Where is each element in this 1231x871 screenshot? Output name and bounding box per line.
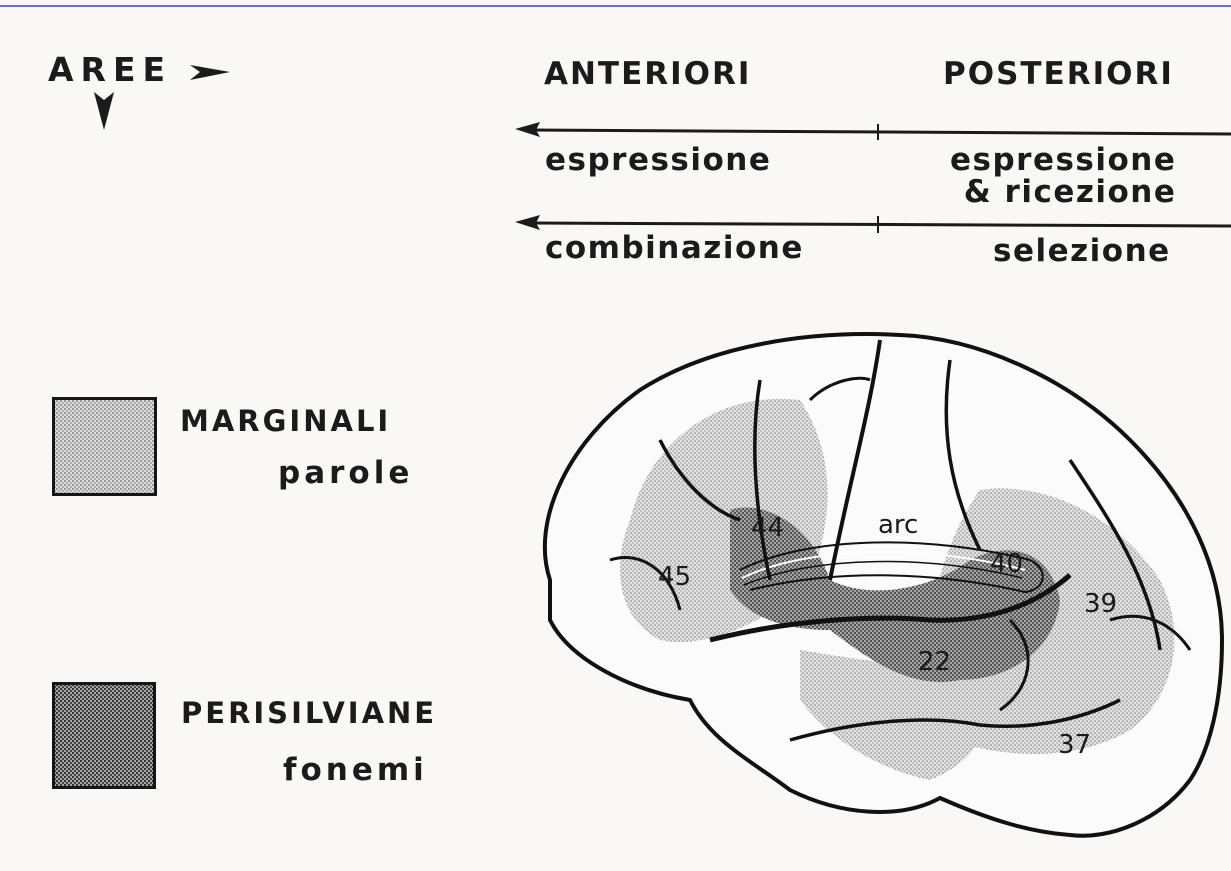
posteriori-heading: POSTERIORI <box>943 56 1174 92</box>
combinazione-label: combinazione <box>545 230 804 266</box>
arrowhead-left-top <box>515 122 540 137</box>
area-44-label: 44 <box>751 513 784 543</box>
arrow-right-icon <box>190 65 230 80</box>
perisilviane-title: PERISILVIANE <box>181 696 437 730</box>
aree-label: AREE <box>48 50 172 89</box>
area-39-label: 39 <box>1084 589 1117 619</box>
area-45-label: 45 <box>658 562 691 592</box>
selezione-label: selezione <box>993 233 1171 269</box>
marginali-subtitle: parole <box>278 455 413 491</box>
perisilviane-swatch <box>52 682 156 789</box>
espressione-label: espressione <box>545 142 771 178</box>
area-22-label: 22 <box>918 647 951 677</box>
marginali-title: MARGINALI <box>180 404 391 438</box>
axis-line-top <box>530 130 1231 134</box>
arrow-down-icon <box>94 92 114 130</box>
arrowhead-left-bottom <box>515 215 540 230</box>
espressione-right-line: espressione <box>950 144 1176 176</box>
axis-line-bottom <box>530 223 1231 226</box>
espressione-ricezione-label: espressione & ricezione <box>950 144 1176 208</box>
arc-label: arc <box>878 510 918 540</box>
area-40-label: 40 <box>990 549 1023 579</box>
brain-illustration: 45 44 arc 40 39 22 37 <box>510 320 1231 860</box>
anteriori-heading: ANTERIORI <box>544 56 751 92</box>
marginali-swatch <box>52 397 157 496</box>
ricezione-line: & ricezione <box>950 176 1176 208</box>
area-37-label: 37 <box>1058 730 1091 760</box>
perisilviane-subtitle: fonemi <box>283 752 428 788</box>
